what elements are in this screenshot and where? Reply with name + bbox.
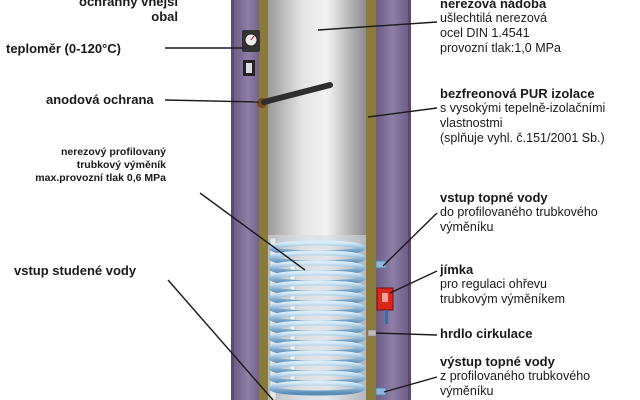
insulation-label: bezfreonová PUR izolace s vysokými tepel… — [440, 86, 605, 146]
sensor-well — [376, 287, 394, 324]
heating-outlet-line-1: z profilovaného trubkového — [440, 369, 591, 383]
vessel-line-2: ocel DIN 1.4541 — [440, 26, 530, 40]
thermometer-label: teploměr (0-120°C) — [6, 41, 122, 56]
leader-lines-right — [317, 21, 438, 393]
heating-inlet-line-1: do profilovaného trubkového — [440, 205, 598, 219]
wall-left — [259, 0, 268, 400]
vessel-line-1: ušlechtilá nerezová — [440, 11, 548, 25]
sensor-well-label: jímka pro regulaci ohřevu trubkovým výmě… — [440, 262, 565, 307]
outer-casing-line-2: obal — [151, 9, 178, 24]
sensor-well-title: jímka — [440, 262, 474, 277]
vessel-line-3: provozní tlak:1,0 MPa — [440, 41, 561, 55]
heating-inlet-title: vstup topné vody — [440, 190, 548, 205]
sensor-well-line-2: trubkovým výměníkem — [440, 292, 566, 306]
insulation-right — [375, 0, 410, 400]
exchanger-line-3: max.provozní tlak 0,6 MPa — [35, 172, 166, 184]
exchanger-line-1: nerezový profilovaný — [60, 146, 166, 158]
wall-right — [366, 0, 376, 400]
thermometer-icon — [242, 30, 260, 76]
circulation-label: hrdlo cirkulace — [440, 326, 533, 341]
exchanger-line-2: trubkový výměník — [76, 159, 166, 171]
heating-coil — [268, 240, 366, 396]
vessel-label: nerezová nádoba ušlechtilá nerezová ocel… — [440, 0, 561, 56]
heating-outlet-label: výstup topné vody z profilovaného trubko… — [440, 354, 590, 399]
heating-outlet-line-2: výměníku — [440, 384, 494, 398]
leader-lines-left — [164, 47, 306, 400]
vessel-title: nerezová nádoba — [440, 0, 547, 11]
heating-inlet-label: vstup topné vody do profilovaného trubko… — [440, 190, 598, 235]
anode-label: anodová ochrana — [46, 92, 154, 107]
outer-casing-line-1: ochranný vnější — [79, 0, 178, 9]
heating-inlet-line-2: výměníku — [440, 220, 494, 234]
insulation-line-3: (splňuje vyhl. č.151/2001 Sb.) — [440, 131, 605, 145]
heating-outlet-title: výstup topné vody — [440, 354, 555, 369]
outer-casing-label: ochranný vnější obal — [79, 0, 178, 24]
anode-rod — [257, 82, 333, 108]
insulation-line-1: s vysokými tepelně-izolačními — [440, 101, 606, 115]
insulation-line-2: vlastnostmi — [440, 116, 503, 130]
cold-water-label: vstup studené vody — [14, 263, 137, 278]
insulation-title: bezfreonová PUR izolace — [440, 86, 595, 101]
exchanger-label: nerezový profilovaný trubkový výměník ma… — [35, 146, 166, 185]
sensor-well-line-1: pro regulaci ohřevu — [440, 277, 548, 291]
